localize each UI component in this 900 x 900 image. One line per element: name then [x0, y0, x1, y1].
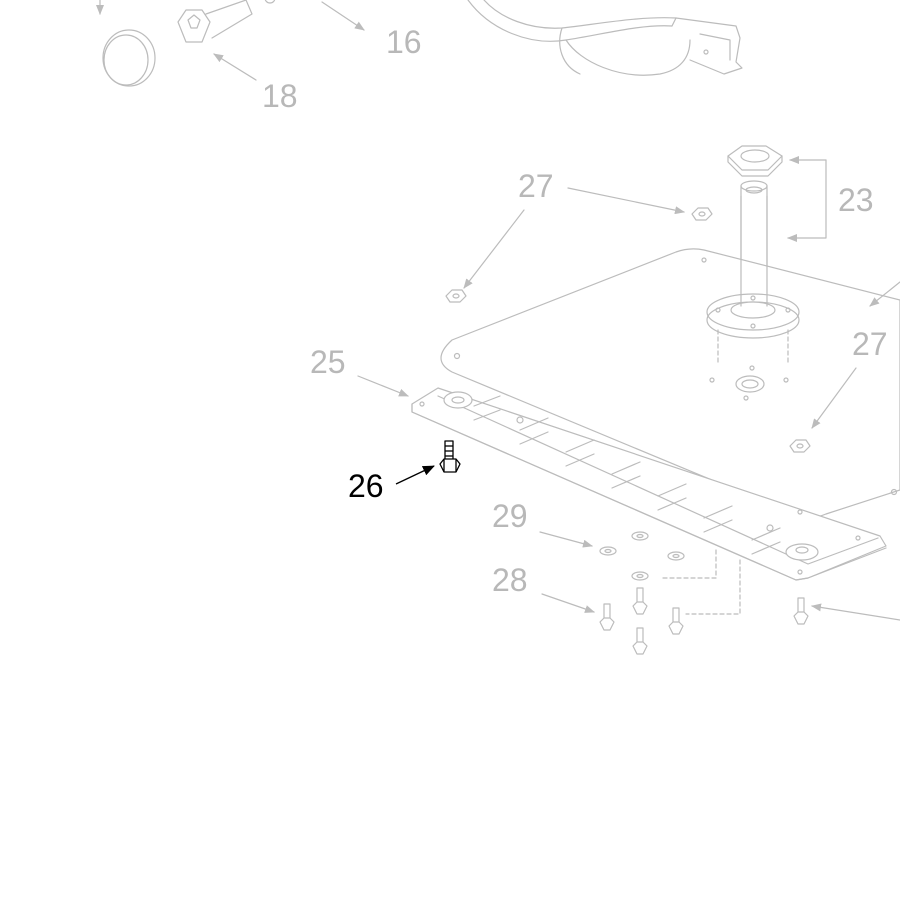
callout-28: 28: [492, 562, 528, 598]
callout-25: 25: [310, 344, 346, 380]
callout-26: 26: [348, 468, 384, 504]
top-plate: [440, 195, 900, 518]
bolt-part-26: [439, 440, 461, 473]
callout-16: 16: [386, 24, 422, 60]
nut-part-27-a: [691, 207, 713, 221]
nut-part-23: [727, 145, 783, 177]
callout-29: 29: [492, 498, 528, 534]
nut-part-27-c: [789, 439, 811, 453]
socket-bolt-part-18: [177, 0, 276, 43]
bolts-part-28: [599, 587, 809, 655]
washers-part-29: [599, 531, 685, 581]
alignment-dashes: [659, 549, 741, 615]
handle-part-16: [467, 0, 743, 76]
base-frame-part-25: [411, 387, 887, 581]
leader-arrows: [213, 1, 900, 621]
leader-arrow-26: [395, 465, 435, 485]
callout-23: 23: [838, 182, 874, 218]
callout-27-top: 27: [518, 168, 554, 204]
callout-27-right: 27: [852, 326, 888, 362]
end-cap-part: [96, 0, 156, 87]
callout-18: 18: [262, 78, 298, 114]
nut-part-27-b: [445, 289, 467, 303]
